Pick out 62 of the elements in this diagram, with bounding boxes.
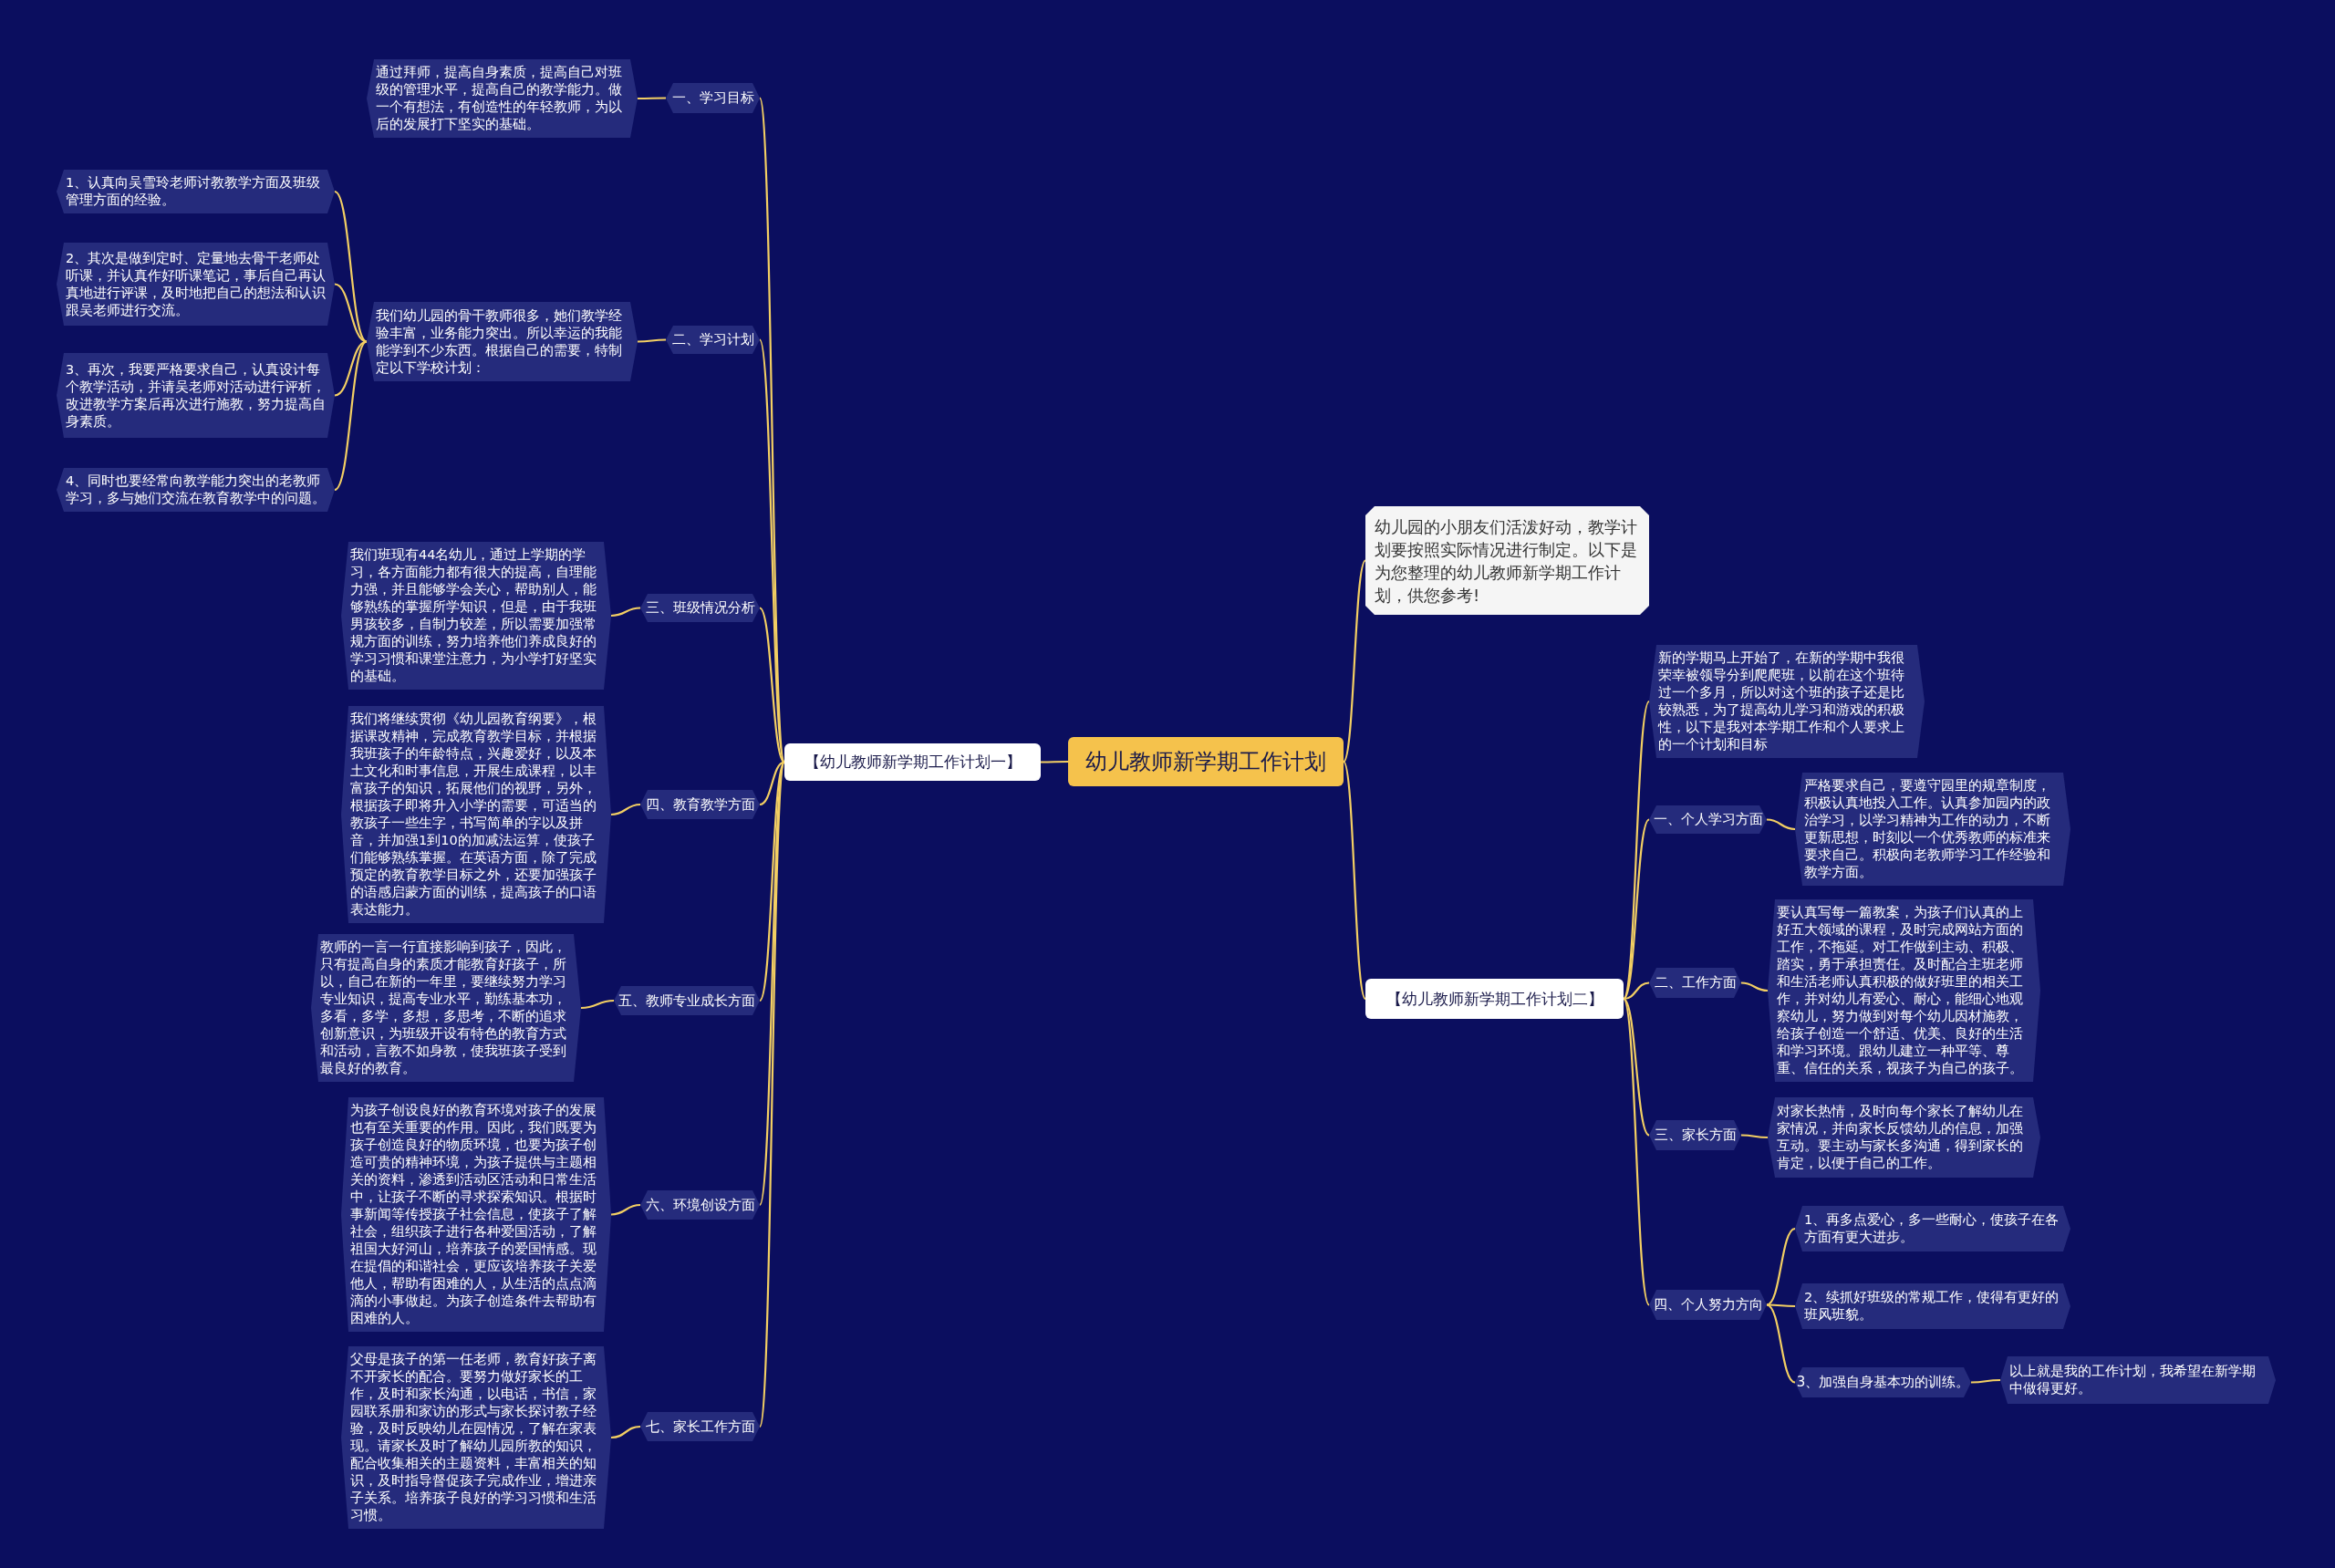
topic-box: 3、加强自身基本功的训练。 (1795, 1367, 1971, 1397)
connector-line (1623, 998, 1650, 1305)
connector-line (610, 607, 641, 618)
topic-box: 六、环境创设方面 (640, 1190, 760, 1220)
connector-line (759, 761, 785, 1002)
topic-box: 二、工作方面 (1649, 968, 1741, 998)
text-box: 父母是孩子的第一任老师，教育好孩子离不开家长的配合。要努力做好家长的工作，及时和家长沟通，以电话，书信，家园联系册和家访的形式与家长探讨教子经验，及时反映幼儿在园情况，了解在家表现。请家长及时了解幼儿园所教的知识，配合收集相关的主题资料，丰富相关的知识，及时指导督促孩子完成作业，增进亲子关系。培养孩子良好的学习习惯和生活习惯。 (341, 1346, 611, 1529)
text-box: 对家长热情，及时向每个家长了解幼儿在家情况，并向家长反馈幼儿的信息，加强互动。要主动与家长多沟通，得到家长的肯定，以便于自己的工作。 (1768, 1097, 2040, 1178)
connector-line (638, 338, 666, 343)
connector-line (1041, 760, 1068, 763)
connector-line (638, 97, 666, 100)
branch-topic-box: 【幼儿教师新学期工作计划二】 (1365, 979, 1624, 1019)
topic-box: 四、教育教学方面 (640, 790, 760, 819)
text-box: 严格要求自己，要遵守园里的规章制度，积极认真地投入工作。认真参加园内的政治学习，以学习精神为工作的动力，不断更新思想，时刻以一个优秀教师的标准来要求自己。积极向老教师学习工作经验和教学方面。 (1795, 773, 2070, 886)
text-box: 我们将继续贯彻《幼儿园教育纲要》，根据课改精神，完成教育教学目标，并根据我班孩子的年龄特点，兴趣爱好，以及本土文化和时事信息，开展生成课程，以丰富孩子的知识，拓展他们的视野，另外，根据孩子即将升入小学的需要，可适当的教孩子一些生字，书写简单的字以及拼音，并加强1到10的加减法运算，使孩子们能够熟练掌握。在英语方面，除了完成预定的教育教学目标之外，还要加强孩子的语感启蒙方面的训练，提高孩子的口语表达能力。 (341, 706, 611, 923)
connector-line (334, 191, 368, 343)
text-box: 要认真写每一篇教案，为孩子们认真的上好五大领域的课程，及时完成网站方面的工作，不拖延。对工作做到主动、积极、踏实，勇于承担责任。及时配合主班老师和生活老师认真积极的做好班里的相关工作，并对幼儿有爱心、耐心，能细心地观察幼儿，努力做到对每个幼儿因材施教，给孩子创造一个舒适、优美、良好的生活和学习环境。跟幼儿建立一种平等、尊重、信任的关系，视孩子为自己的孩子。 (1768, 899, 2040, 1082)
topic-box: 一、个人学习方面 (1649, 805, 1767, 834)
topic-box: 二、学习计划 (666, 326, 760, 354)
connector-line (1741, 1134, 1768, 1139)
text-box: 教师的一言一行直接影响到孩子，因此，只有提高自身的素质才能教育好孩子，所以，自己在新的一年里，要继续努力学习专业知识，提高专业水平，勤练基本功，多看，多学，多想，多思考，不断的追求创新意识，为班级开设有特色的教育方式和活动，言教不如身教，使我班孩子受到最良好的教育。 (311, 934, 581, 1082)
connector-line (610, 1203, 641, 1216)
connector-line (610, 1425, 641, 1439)
topic-box: 三、家长方面 (1649, 1120, 1741, 1150)
text-box: 2、续抓好班级的常规工作，使得有更好的班风班貌。 (1795, 1283, 2070, 1329)
connector-line (334, 340, 368, 397)
connector-line (1343, 761, 1366, 1000)
connector-line (580, 999, 615, 1010)
connector-line (610, 803, 641, 816)
connector-line (1623, 701, 1650, 1000)
text-box: 为孩子创设良好的教育环境对孩子的发展也有至关重要的作用。因此，我们既要为孩子创造良好的物质环境，也要为孩子创造可贵的精神环境，为孩子提供与主题相关的资料，渗透到活动区活动和日常生活中，让孩子不断的寻求探索知识。根据时事新闻等传授孩子社会信息，使孩子了解社会，组织孩子进行各种爱国活动，了解祖国大好河山，培养孩子的爱国情感。现在提倡的和谐社会，更应该培养孩子关爱他人，帮助有困难的人，从生活的点点滴滴的小事做起。为孩子创造条件去帮助有困难的人。 (341, 1097, 611, 1332)
text-box: 2、其次是做到定时、定量地去骨干老师处听课，并认真作好听课笔记，事后自己再认真地进行评课，及时地把自己的想法和认识跟吴老师进行交流。 (57, 243, 335, 326)
connector-line (759, 761, 785, 806)
connector-line (1623, 998, 1650, 1137)
text-box: 以上就是我的工作计划，我希望在新学期中做得更好。 (2000, 1356, 2276, 1404)
connector-line (1343, 559, 1366, 763)
connector-line (759, 607, 785, 763)
connector-line (1623, 981, 1650, 1001)
topic-box: 七、家长工作方面 (640, 1412, 760, 1441)
text-box: 1、再多点爱心，多一些耐心，使孩子在各方面有更大进步。 (1795, 1206, 2070, 1251)
topic-box: 五、教师专业成长方面 (614, 986, 760, 1015)
text-box: 4、同时也要经常向教学能力突出的老教师学习，多与她们交流在教育教学中的问题。 (57, 468, 335, 512)
connector-line (1766, 1303, 1796, 1384)
text-box: 新的学期马上开始了，在新的学期中我很荣幸被领导分到爬爬班，以前在这个班待过一个多月，所以对这个班的孩子还是比较熟悉，为了提高幼儿学习和游戏的积极性，以下是我对本学期工作和个人要求上的一个计划和目标 (1649, 645, 1925, 758)
connector-line (1971, 1378, 2000, 1384)
topic-box: 三、班级情况分析 (640, 594, 760, 622)
text-box: 3、再次，我要严格要求自己，认真设计每个教学活动，并请吴老师对活动进行评析，改进教学方案后再次进行施教，努力提高自身素质。 (57, 353, 335, 438)
connector-line (1740, 981, 1769, 992)
text-box: 我们幼儿园的骨干教师很多，她们教学经验丰富，业务能力突出。所以幸运的我能能学到不少东西。根据自己的需要，特制定以下学校计划： (367, 302, 638, 381)
connector-line (1767, 1303, 1795, 1308)
branch-topic-box: 【幼儿教师新学期工作计划一】 (784, 743, 1041, 781)
connector-line (334, 340, 368, 491)
topic-box: 一、学习目标 (666, 83, 760, 113)
connector-line (1766, 818, 1796, 831)
intro-note-box: 幼儿园的小朋友们活泼好动，教学计划要按照实际情况进行制定。以下是为您整理的幼儿教师新学期工作计划，供您参考! (1365, 506, 1649, 615)
text-box: 我们班现有44名幼儿，通过上学期的学习，各方面能力都有很大的提高，自理能力强，并且能够学会关心，帮助别人，能够熟练的掌握所学知识，但是，由于我班男孩较多，自制力较差，所以需要加强常规方面的训练，努力培养他们养成良好的学习习惯和课堂注意力，为小学打好坚实的基础。 (341, 542, 611, 690)
central-topic-box: 幼儿教师新学期工作计划 (1068, 737, 1344, 786)
connector-line (1623, 818, 1650, 1000)
connector-line (1766, 1228, 1796, 1306)
text-box: 通过拜师，提高自身素质，提高自己对班级的管理水平，提高自己的教学能力。做一个有想法，有创造性的年轻教师，为以后的发展打下坚实的基础。 (367, 59, 638, 138)
topic-box: 四、个人努力方向 (1649, 1290, 1767, 1320)
text-box: 1、认真向吴雪玲老师讨教教学方面及班级管理方面的经验。 (57, 170, 335, 213)
